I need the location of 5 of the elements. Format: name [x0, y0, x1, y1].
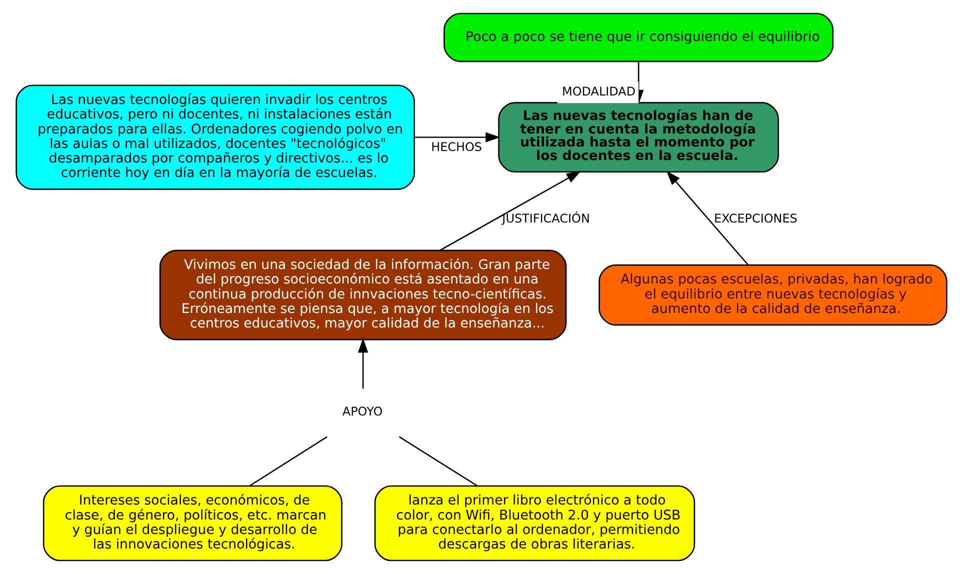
node-text: APOYO: [342, 404, 383, 419]
edge-label: JUSTIFICACIÓN: [502, 212, 590, 226]
edge-label: EXCEPCIONES: [714, 212, 798, 226]
edge-label: HECHOS: [431, 140, 482, 154]
edge-label: MODALIDAD: [562, 84, 636, 99]
